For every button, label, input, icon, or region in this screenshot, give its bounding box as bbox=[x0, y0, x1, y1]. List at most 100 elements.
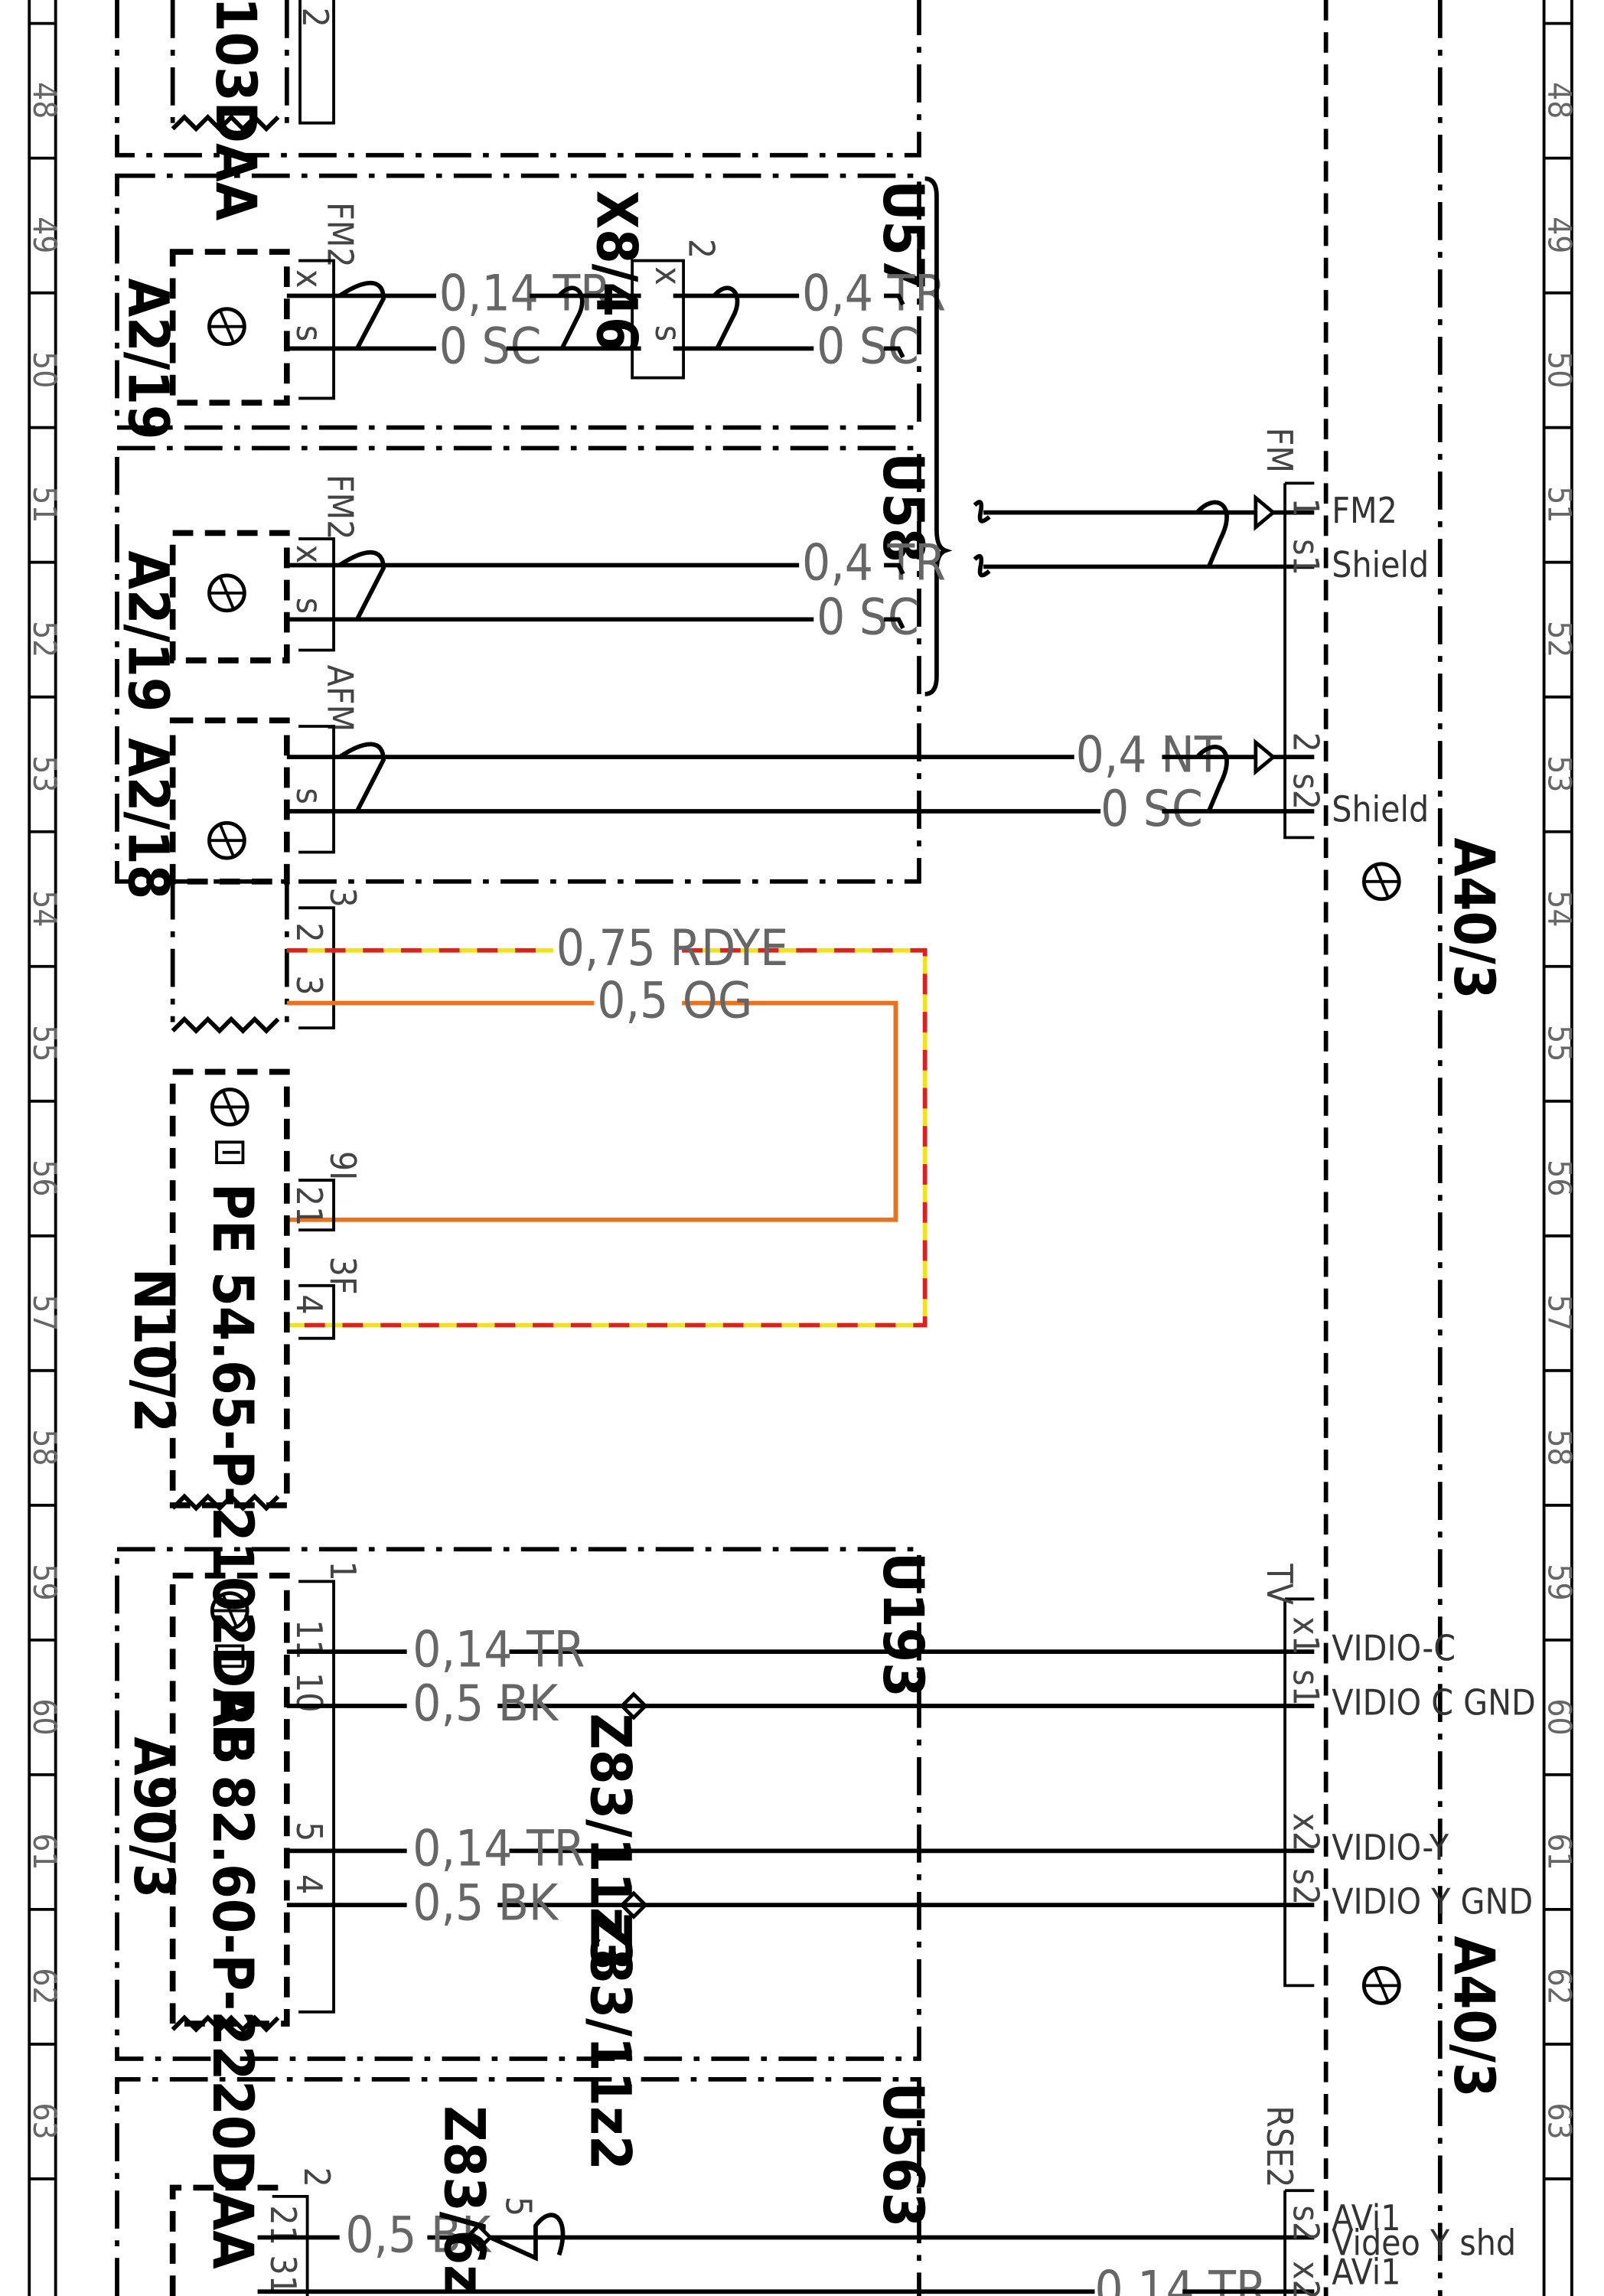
antenna-icon bbox=[210, 1088, 249, 1127]
u563-label: U563 bbox=[870, 2082, 934, 2228]
wire-u58-sc: 0 SC bbox=[817, 589, 919, 646]
wire-vidio-c-tr: 0,14 TR bbox=[412, 1621, 585, 1678]
rse2-connector: RSE2 s2 x2 AVi1 Video Y shd AVi1 bbox=[1259, 2105, 1516, 2296]
pin-s: s bbox=[289, 325, 330, 342]
a2-18-label: A2/18 bbox=[115, 738, 179, 899]
x846-pin-x: x bbox=[647, 266, 689, 285]
pin-s-3: s bbox=[289, 788, 330, 804]
signal-shield-2: Shield bbox=[1332, 788, 1429, 830]
splice-z83-11z3 bbox=[619, 1691, 648, 1720]
wire-vidio-c-bk: 0,5 BK bbox=[412, 1675, 559, 1733]
wire-og-label: 0,5 OG bbox=[597, 973, 752, 1030]
signal-avi1b: AVi1 bbox=[1332, 2252, 1400, 2293]
ruler-number: 52 bbox=[26, 621, 64, 657]
z83-11z3-label: Z83/11z3 bbox=[578, 1714, 642, 1971]
rse2-pin-x2: x2 bbox=[1286, 2261, 1327, 2296]
ruler-number: 54 bbox=[1540, 890, 1578, 927]
a90-3-ref: PE 82.60-P-2220DAA bbox=[200, 1687, 264, 2269]
ruler-number: 63 bbox=[1540, 2102, 1578, 2139]
rse2-pin-s2: s2 bbox=[1286, 2205, 1327, 2242]
ruler-number: 62 bbox=[1540, 1968, 1578, 2004]
ruler-number: 61 bbox=[1540, 1833, 1578, 1870]
u563-block: U563 2 21 31 0,5 BK Z83/6z5 5 0,14 TR bbox=[115, 2076, 1315, 2296]
reference-hand-icon bbox=[215, 1140, 245, 1165]
tv-pin-x1: x1 bbox=[1286, 1616, 1327, 1655]
antenna-icon bbox=[207, 307, 246, 347]
pin-5: 5 bbox=[289, 1821, 330, 1841]
antenna-icon bbox=[207, 820, 246, 860]
z83-6z5-label: Z83/6z5 bbox=[431, 2105, 495, 2296]
fm-harness: FM 1 s1 2 s2 FM2 Shield Shield bbox=[973, 428, 1429, 840]
z83-11z2-label: Z83/11z2 bbox=[578, 1913, 642, 2170]
right-ruler bbox=[1542, 0, 1573, 2296]
top-partial-label: 103DAA bbox=[203, 0, 267, 221]
top-partial-component: 2 103DAA bbox=[115, 0, 921, 221]
reference-hand-icon bbox=[215, 1644, 245, 1668]
left-ruler bbox=[28, 0, 57, 2296]
u58-label: U58 bbox=[870, 452, 934, 563]
antenna-icon bbox=[210, 1591, 249, 1630]
tv-pin-x2: x2 bbox=[1286, 1813, 1327, 1852]
tv-connector-label: TV bbox=[1259, 1563, 1300, 1604]
ruler-number: 61 bbox=[26, 1833, 64, 1870]
ruler-number: 53 bbox=[26, 755, 64, 792]
ruler-number: 62 bbox=[26, 1968, 64, 2004]
signal-video-y-shd: Video Y shd bbox=[1332, 2222, 1516, 2263]
ruler-number: 51 bbox=[1540, 486, 1578, 523]
harness-brace bbox=[924, 176, 953, 696]
n10-2-ref: PE 54.65-P-2102DAB bbox=[200, 1183, 264, 1765]
rse2-label: RSE2 bbox=[1259, 2105, 1300, 2187]
wire-vidio-y-bk: 0,5 BK bbox=[412, 1874, 559, 1932]
a2-19-mid-label: A2/19 bbox=[115, 550, 179, 712]
ruler-number: 60 bbox=[1540, 1698, 1578, 1735]
pin-x-2: x bbox=[289, 545, 330, 563]
ruler-number: 55 bbox=[26, 1025, 64, 1062]
fm2-a-connector: FM2 bbox=[319, 202, 360, 268]
pin-2b: 2 bbox=[289, 922, 330, 942]
ruler-number: 57 bbox=[1540, 1294, 1578, 1331]
tv-pin-s1: s1 bbox=[1286, 1669, 1327, 1706]
ruler-number: 56 bbox=[1540, 1159, 1578, 1196]
ruler-number: 49 bbox=[1540, 217, 1578, 253]
x846-pin-s: s bbox=[647, 325, 689, 342]
wire-rdye-label: 0,75 RDYE bbox=[556, 920, 788, 977]
wire-vidio-y-tr: 0,14 TR bbox=[412, 1820, 585, 1877]
ruler-number: 48 bbox=[26, 82, 64, 119]
wire-u58-tr: 0,4 TR bbox=[802, 535, 946, 592]
splice-z83-11z2 bbox=[619, 1890, 648, 1919]
wire-u57-tr-b: 0,4 TR bbox=[802, 266, 946, 323]
ruler-number: 54 bbox=[26, 890, 64, 927]
u58-block: U58 A2/19 FM2 x s 0,4 TR 0 SC A2/18 AFM … bbox=[115, 445, 1222, 899]
antenna-icon bbox=[1361, 1966, 1401, 2005]
rdye-wire: 0,75 RDYE bbox=[286, 920, 928, 1328]
antenna-icon bbox=[207, 573, 246, 613]
ruler-number: 59 bbox=[1540, 1564, 1578, 1600]
og-wire: 0,5 OG bbox=[286, 973, 898, 1222]
a90-3-label: A90/3 bbox=[121, 1737, 185, 1898]
u57-label: U57 bbox=[870, 180, 934, 290]
u57-block: U57 A2/19 FM2 x s 0,14 TR 0 SC X8/46 2 x… bbox=[115, 173, 946, 440]
splice-z83-6z5 bbox=[464, 2223, 494, 2252]
ruler-number: 63 bbox=[26, 2102, 64, 2139]
wire-u57-sc-b: 0 SC bbox=[817, 318, 919, 375]
signal-shield-1: Shield bbox=[1332, 544, 1429, 585]
n10-2-label: N10/2 bbox=[121, 1268, 185, 1433]
pin-x: x bbox=[289, 269, 330, 288]
x8-46-pin: 2 bbox=[681, 239, 722, 259]
pin-s-2: s bbox=[289, 598, 330, 615]
pin-4: 4 bbox=[289, 1294, 330, 1314]
fm-connector: FM bbox=[1259, 428, 1300, 473]
afm-connector: AFM bbox=[319, 665, 360, 732]
a40-pin-1: 1 bbox=[1286, 498, 1327, 518]
pin-3: 3 bbox=[289, 975, 330, 995]
ruler-number: 53 bbox=[1540, 755, 1578, 792]
ruler-number: 50 bbox=[26, 351, 64, 388]
connector-1: 1 bbox=[322, 1561, 364, 1581]
u193-label: U193 bbox=[870, 1552, 934, 1698]
a40-3-boundary: A40/3 A40/3 bbox=[1323, 0, 1505, 2296]
signal-avi1: AVi1 bbox=[1332, 2197, 1400, 2239]
pin-31: 31 bbox=[262, 2255, 304, 2295]
a40-pin-s2: s2 bbox=[1286, 773, 1327, 810]
signal-fm2: FM2 bbox=[1332, 490, 1397, 531]
ruler-number: 60 bbox=[26, 1698, 64, 1735]
